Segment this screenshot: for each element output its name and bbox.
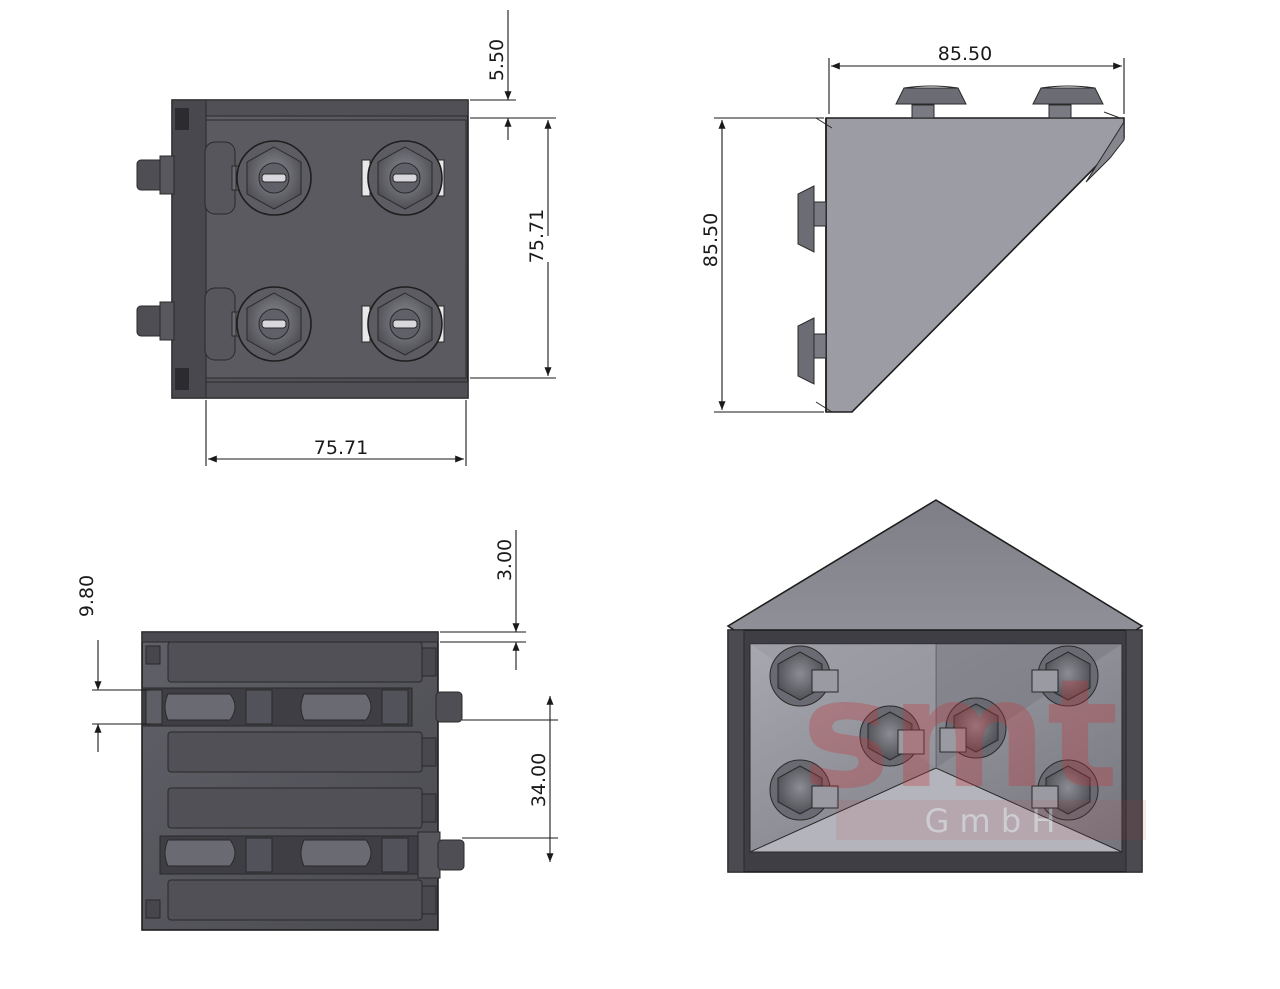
watermark-logo: smt G m b H [801, 648, 1146, 840]
iso-bolt-cl [859, 705, 925, 767]
bottom-bolt-row-2 [159, 831, 465, 879]
front-bolt-br [361, 286, 445, 362]
dim-front-height: 75.71 [526, 209, 548, 263]
iso-bolt-tl [769, 645, 839, 707]
iso-bolt-bl [769, 759, 839, 821]
watermark-logo-text: smt [801, 648, 1118, 822]
dim-side-width: 85.50 [938, 43, 992, 65]
front-left-nut-top [136, 155, 175, 195]
dim-bottom-pitch: 34.00 [528, 753, 550, 807]
dim-bottom-top-gap: 3.00 [494, 539, 516, 581]
dim-front-width: 75.71 [314, 437, 368, 459]
watermark-suffix-text: G m b H [925, 802, 1056, 840]
dim-side-height: 85.50 [700, 213, 722, 267]
dim-front-top-gap: 5.50 [486, 39, 508, 81]
side-bolt-left-bottom [797, 317, 827, 385]
iso-bolt-tr [1031, 645, 1099, 707]
front-left-nut-bottom [136, 301, 175, 341]
bottom-dimensions: 3.00 9.80 34.00 [76, 530, 558, 862]
front-bolt-tr [361, 140, 445, 216]
bottom-slot-1 [167, 641, 437, 683]
isometric-view: smt G m b H [726, 499, 1146, 873]
front-bolt-bl [204, 286, 312, 362]
front-bolt-tl [204, 140, 312, 216]
bottom-bolt-row-1 [141, 687, 463, 727]
iso-bolt-cr [939, 697, 1007, 759]
bottom-slot-4 [167, 879, 437, 921]
front-dimensions: 5.50 75.71 75.71 [205, 10, 556, 466]
dim-bottom-slot: 9.80 [76, 575, 98, 617]
side-bolt-left-top [797, 185, 827, 253]
side-bolt-top-left [895, 85, 967, 119]
bottom-slot-2 [167, 731, 437, 773]
bottom-slot-3 [167, 787, 437, 829]
front-view [136, 99, 469, 399]
side-bolt-top-right [1032, 85, 1104, 119]
side-view [797, 85, 1125, 413]
side-dimensions: 85.50 85.50 [700, 43, 1125, 413]
iso-bolt-br [1031, 759, 1099, 821]
bottom-view [141, 631, 465, 931]
